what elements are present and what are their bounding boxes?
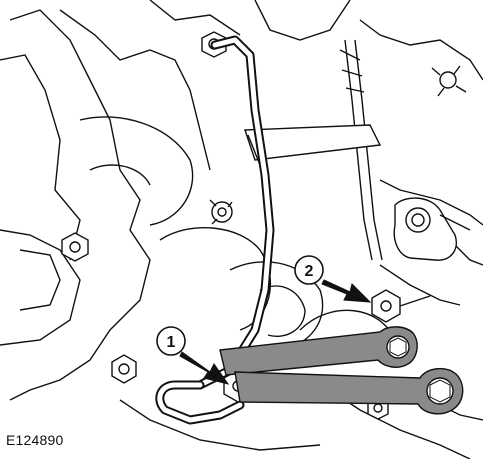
ring-spanner-lower xyxy=(234,367,464,415)
callout-1: 1 xyxy=(156,326,230,385)
sensor-connector xyxy=(393,197,471,261)
bolt-lower-left xyxy=(111,354,137,384)
ring-spanner-upper xyxy=(219,326,418,376)
wiring-harness xyxy=(339,39,461,306)
figure-reference-code: E124890 xyxy=(6,432,64,448)
callout-2-arrow xyxy=(321,279,372,303)
bolt-top-right xyxy=(431,65,467,97)
pipe-union-nut-upper xyxy=(371,289,431,323)
bolt-left xyxy=(61,232,89,262)
callout-2-label: 2 xyxy=(305,263,314,280)
bolt-center xyxy=(209,199,233,225)
callout-2: 2 xyxy=(294,255,372,303)
callout-1-label: 1 xyxy=(167,334,176,351)
pipe-support-bracket xyxy=(244,124,382,171)
callout-1-arrow xyxy=(179,351,230,385)
